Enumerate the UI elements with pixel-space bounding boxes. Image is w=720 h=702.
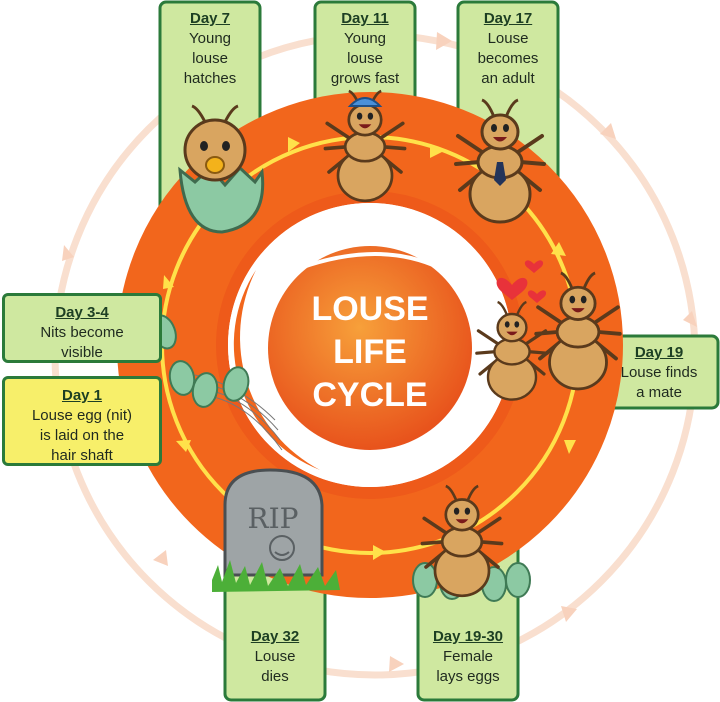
- title-line-2: LIFE: [333, 333, 407, 371]
- louse-characters: [183, 89, 622, 598]
- baby-louse: [183, 104, 247, 182]
- stage-desc-line: becomes: [477, 50, 539, 67]
- stage-day-label: Day 11: [341, 10, 389, 27]
- stage-box-day-7: Day 7 Young louse hatches: [160, 2, 260, 112]
- nit-eggs: [151, 314, 250, 408]
- stage-desc-line: Louse: [487, 30, 529, 47]
- stage-day-label: Day 19: [634, 344, 684, 361]
- title-line-3: CYCLE: [312, 376, 427, 414]
- stage-desc-line: is laid on the: [39, 427, 125, 444]
- stage-desc-line: Louse: [254, 648, 296, 665]
- stage-desc-line: louse: [192, 50, 228, 67]
- gravestone: RIP: [212, 468, 340, 592]
- stage-box-day-32: Day 32 Louse dies: [225, 620, 325, 698]
- center-swoosh: [298, 252, 442, 270]
- stage-desc-line: hair shaft: [51, 447, 113, 464]
- stage-desc-line: hatches: [183, 70, 237, 87]
- stage-box-day-19-30: Day 19-30 Female lays eggs: [418, 620, 518, 698]
- stage-desc-line: Louse egg (nit): [31, 407, 133, 424]
- stage-desc-line: an adult: [481, 70, 535, 87]
- yellow-track-arrows: [163, 137, 576, 560]
- stage-box-day-17: Day 17 Louse becomes an adult: [458, 2, 558, 102]
- stage-desc-line: Young: [189, 30, 231, 47]
- propeller-cap: [347, 97, 383, 107]
- stage-desc-line: visible: [61, 344, 103, 361]
- louse-male-mate: [475, 300, 549, 401]
- egg-shell: [178, 165, 265, 234]
- stage-desc-line: Louse finds: [620, 364, 698, 381]
- stage-day-label: Day 7: [189, 10, 231, 27]
- stage-desc-line: dies: [261, 668, 289, 685]
- stage-day-label: Day 1: [61, 387, 103, 404]
- stage-desc-line: Nits become: [40, 324, 124, 341]
- stage-day-label: Day 3-4: [55, 304, 109, 321]
- heart-icons: [496, 260, 547, 303]
- stage-day-label: Day 32: [250, 628, 300, 645]
- stage-desc-line: Young: [344, 30, 386, 47]
- center-circle: [268, 246, 472, 450]
- title-line-1: LOUSE: [311, 290, 428, 328]
- louse-day-17: [454, 98, 546, 224]
- stage-box-day-19: Day 19 Louse finds a mate: [600, 336, 718, 408]
- stage-day-label: Day 17: [483, 10, 533, 27]
- louse-day-11: [323, 89, 407, 203]
- stage-day-label: Day 19-30: [432, 628, 504, 645]
- stage-desc-line: Female: [442, 648, 494, 665]
- stage-box-day-3-4: Day 3-4 Nits become visible: [2, 293, 162, 363]
- gravestone-text: RIP: [248, 502, 299, 535]
- necktie: [494, 162, 506, 186]
- stage-desc-line: louse: [347, 50, 383, 67]
- stage-desc-line: lays eggs: [436, 668, 500, 685]
- stage-box-day-11: Day 11 Young louse grows fast: [315, 2, 415, 102]
- stage-desc-line: a mate: [636, 384, 682, 401]
- louse-laying-eggs: [420, 484, 504, 598]
- cycle-title: LOUSE LIFE CYCLE: [311, 290, 428, 414]
- stage-desc-line: grows fast: [330, 70, 400, 87]
- louse-female-mate: [534, 271, 622, 391]
- stage-box-day-1: Day 1 Louse egg (nit) is laid on the hai…: [2, 376, 162, 466]
